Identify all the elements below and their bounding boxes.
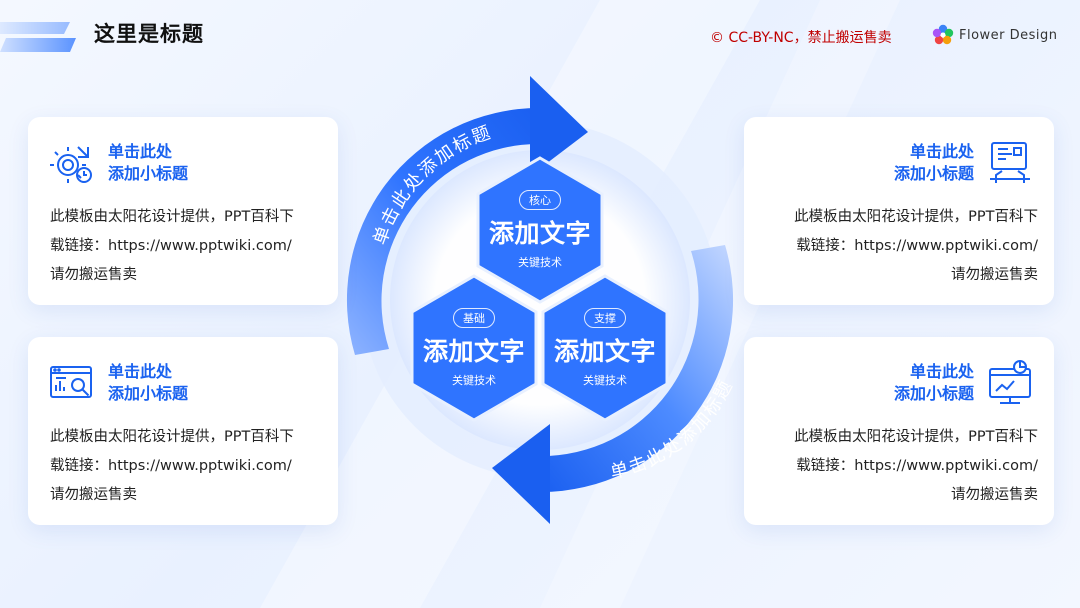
card-body-line: 载链接：https://www.pptwiki.com/ <box>796 238 1038 254</box>
card-subtitle-line2: 添加小标题 <box>893 384 974 403</box>
card-body-line: 载链接：https://www.pptwiki.com/ <box>50 458 292 474</box>
title-decoration-icon <box>0 22 76 52</box>
hexagon-badge: 支撑 <box>584 308 626 328</box>
hexagon-badge: 核心 <box>519 190 561 210</box>
hexagon-caption: 关键技术 <box>583 374 627 387</box>
card-subtitle-line2: 添加小标题 <box>108 164 189 183</box>
card-subtitle-line1: 单击此处 <box>108 142 173 161</box>
hexagon-support: 支撑 添加文字 关键技术 <box>541 274 669 422</box>
card-subtitle-line1: 单击此处 <box>909 362 974 381</box>
hexagon-caption: 关键技术 <box>518 256 562 269</box>
info-card-bottom-right: 单击此处 添加小标题 此模板由太阳花设计提供，PPT百科下 载链接：https:… <box>744 337 1054 525</box>
analytics-search-icon <box>50 366 92 398</box>
hexagon-title: 添加文字 <box>553 337 656 366</box>
hexagon-title: 添加文字 <box>422 337 525 366</box>
card-subtitle-line2: 添加小标题 <box>893 164 974 183</box>
card-body-line: 请勿搬运售卖 <box>951 487 1038 503</box>
card-subtitle-line1: 单击此处 <box>909 142 974 161</box>
dashboard-chart-icon <box>989 360 1031 404</box>
brand-logo: Flower Design <box>932 24 1058 46</box>
card-body-line: 请勿搬运售卖 <box>50 267 137 283</box>
card-body-line: 请勿搬运售卖 <box>50 487 137 503</box>
info-card-top-left: 单击此处 添加小标题 此模板由太阳花设计提供，PPT百科下 载链接：https:… <box>28 117 338 305</box>
hexagon-title: 添加文字 <box>488 219 591 248</box>
card-body-line: 载链接：https://www.pptwiki.com/ <box>50 238 292 254</box>
page-title: 这里是标题 <box>94 22 204 46</box>
card-body-line: 载链接：https://www.pptwiki.com/ <box>796 458 1038 474</box>
gear-target-icon <box>50 146 92 183</box>
info-card-bottom-left: 单击此处 添加小标题 此模板由太阳花设计提供，PPT百科下 载链接：https:… <box>28 337 338 525</box>
card-body-line: 此模板由太阳花设计提供，PPT百科下 <box>50 209 294 225</box>
card-body-line: 此模板由太阳花设计提供，PPT百科下 <box>50 429 294 445</box>
flower-logo-icon <box>932 24 954 45</box>
card-subtitle-line2: 添加小标题 <box>108 384 189 403</box>
card-subtitle-line1: 单击此处 <box>108 362 173 381</box>
card-body-line: 请勿搬运售卖 <box>951 267 1038 283</box>
hexagon-core: 核心 添加文字 关键技术 <box>476 156 604 304</box>
hexagon-badge: 基础 <box>453 308 495 328</box>
brand-name: Flower Design <box>959 27 1058 43</box>
card-body-line: 此模板由太阳花设计提供，PPT百科下 <box>794 429 1038 445</box>
touch-screen-icon <box>990 142 1030 183</box>
hexagon-caption: 关键技术 <box>452 374 496 387</box>
info-card-top-right: 单击此处 添加小标题 此模板由太阳花设计提供，PPT百科下 载链接：https:… <box>744 117 1054 305</box>
hexagon-base: 基础 添加文字 关键技术 <box>410 274 538 422</box>
card-body-line: 此模板由太阳花设计提供，PPT百科下 <box>794 209 1038 225</box>
license-notice: © CC-BY-NC，禁止搬运售卖 <box>710 30 892 46</box>
